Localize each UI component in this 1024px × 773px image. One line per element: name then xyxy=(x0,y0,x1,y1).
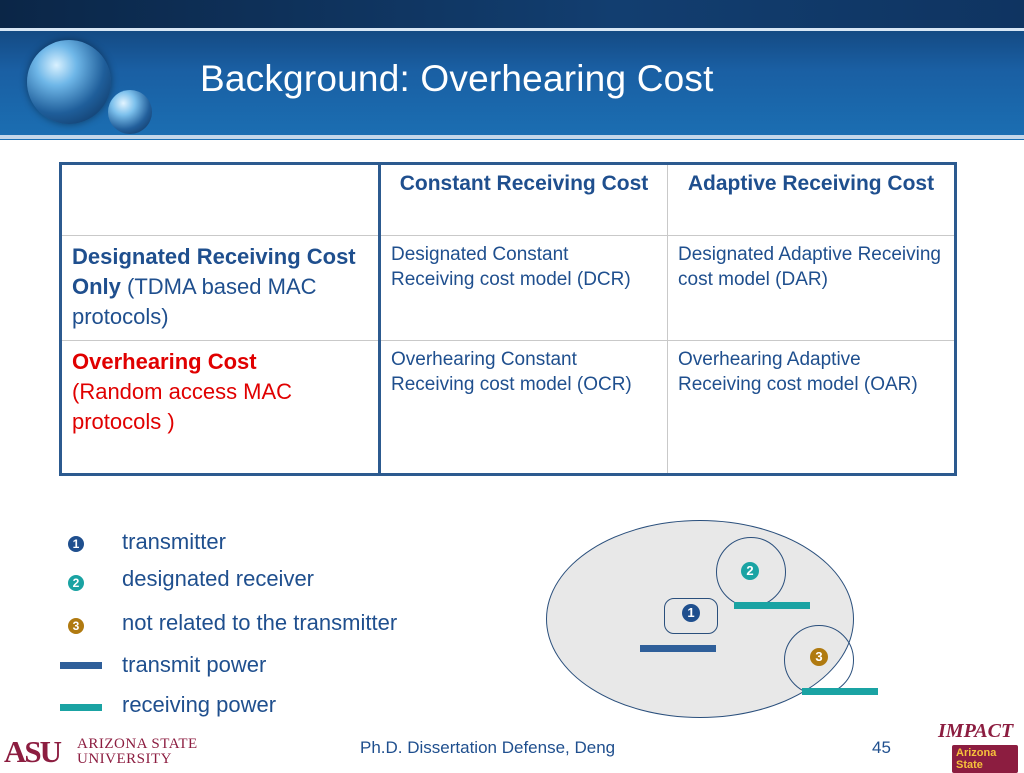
cell-dcr: Designated Constant Receiving cost model… xyxy=(379,235,668,341)
cost-model-table: Constant Receiving Cost Adaptive Receivi… xyxy=(59,162,957,476)
cell-dar: Designated Adaptive Receiving cost model… xyxy=(667,235,956,341)
impact-logo: IMPACT Arizona State xyxy=(938,720,1018,773)
globe-icon xyxy=(27,40,111,124)
transmitter-node-icon: 1 xyxy=(682,604,700,622)
legend-not-related: not related to the transmitter xyxy=(122,610,398,635)
small-globe-icon xyxy=(108,90,152,134)
row-label-overhearing-bold: Overhearing Cost xyxy=(72,349,257,374)
legend-designated-receiver: designated receiver xyxy=(122,566,315,591)
header-divider xyxy=(0,28,1024,31)
row-label-designated-rest: (TDMA based MAC protocols) xyxy=(72,274,317,329)
asu-wordmark-line2: UNIVERSITY xyxy=(77,751,172,767)
legend-transmitter: transmitter xyxy=(122,529,226,554)
receiver-power-bar xyxy=(734,602,810,609)
header-bottom-divider xyxy=(0,135,1024,139)
table-header-row: Constant Receiving Cost Adaptive Receivi… xyxy=(60,163,956,236)
row-label-designated: Designated Receiving Cost Only (TDMA bas… xyxy=(60,235,381,341)
unrelated-node-badge-icon: 3 xyxy=(68,618,84,634)
footer-presentation-title: Ph.D. Dissertation Defense, Deng xyxy=(360,738,616,757)
cell-oar: Overhearing Adaptive Receiving cost mode… xyxy=(667,340,956,475)
impact-logo-text: IMPACT xyxy=(938,720,1014,742)
header-adaptive-receiving-cost: Adaptive Receiving Cost xyxy=(667,163,956,236)
designated-receiver-badge-icon: 2 xyxy=(68,575,84,591)
receiver-node-icon: 2 xyxy=(741,562,759,580)
row-label-overhearing-rest: (Random access MAC protocols ) xyxy=(72,379,293,434)
row-label-designated-bold: Designated Receiving Cost Only xyxy=(72,244,356,299)
cell-ocr: Overhearing Constant Receiving cost mode… xyxy=(379,340,668,475)
legend-receiving-power: receiving power xyxy=(122,692,277,717)
asu-wordmark: ARIZONA STATE UNIVERSITY xyxy=(77,737,198,767)
header-constant-receiving-cost: Constant Receiving Cost xyxy=(379,163,668,236)
slide-title: Background: Overhearing Cost xyxy=(200,58,714,99)
page-number: 45 xyxy=(872,738,891,757)
table-row: Designated Receiving Cost Only (TDMA bas… xyxy=(60,235,956,341)
legend-transmit-power: transmit power xyxy=(122,652,267,677)
asu-wordmark-line1: ARIZONA STATE xyxy=(77,736,198,752)
receiving-power-swatch xyxy=(60,704,102,711)
row-label-overhearing: Overhearing Cost (Random access MAC proto… xyxy=(60,340,381,475)
table-row: Overhearing Cost (Random access MAC proto… xyxy=(60,340,956,475)
table-corner-cell xyxy=(60,163,381,236)
transmit-power-bar xyxy=(640,645,716,652)
overhearing-power-bar xyxy=(802,688,878,695)
header-top-strip xyxy=(0,0,1024,28)
transmitter-box xyxy=(664,598,718,634)
unrelated-node-icon: 3 xyxy=(810,648,828,666)
impact-logo-subtext: Arizona State xyxy=(952,745,1018,773)
asu-logo: ASU xyxy=(4,734,62,769)
transmit-power-swatch xyxy=(60,662,102,669)
transmitter-badge-icon: 1 xyxy=(68,536,84,552)
